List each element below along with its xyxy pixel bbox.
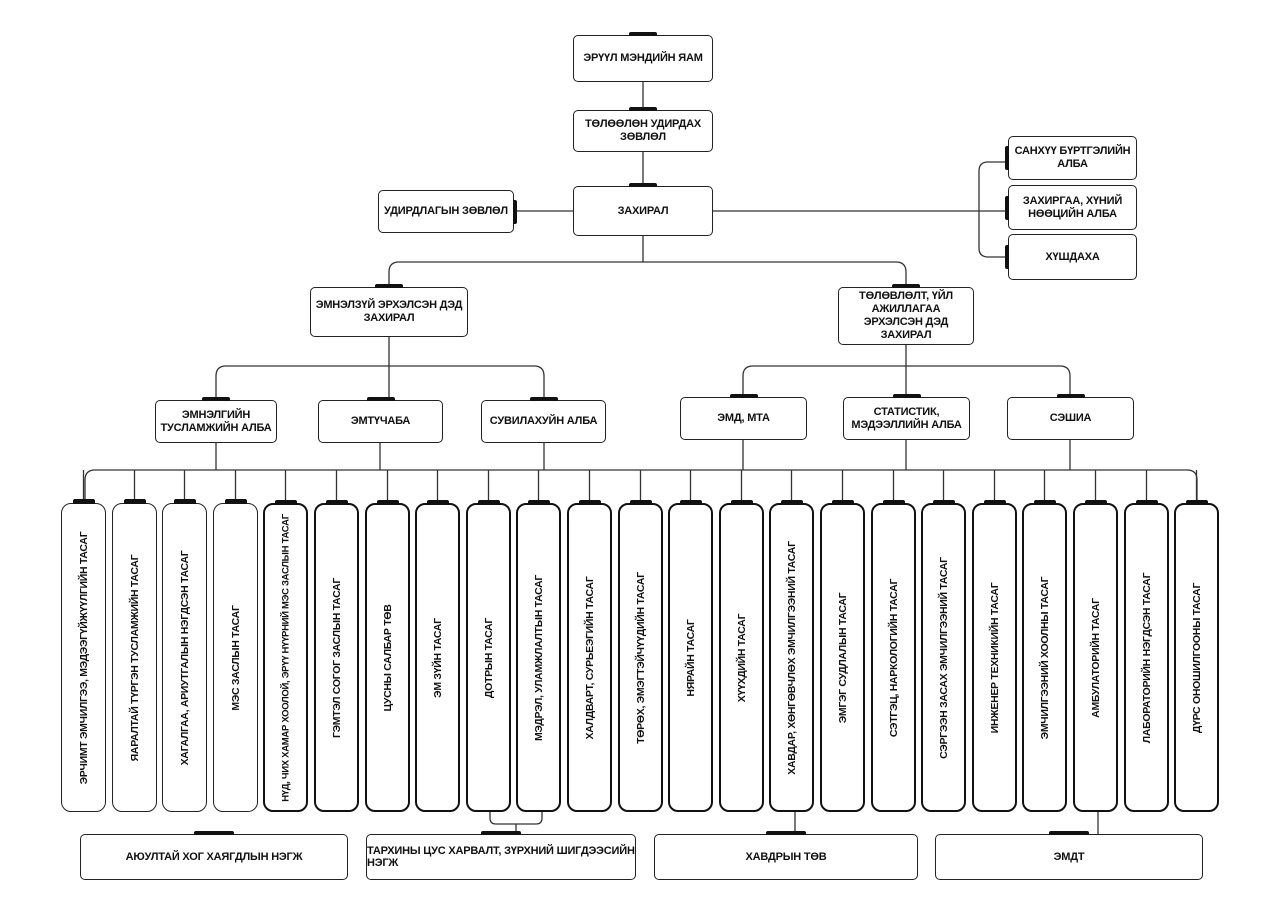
department-label: МЭС ЗАСЛЫН ТАСАГ bbox=[229, 604, 242, 711]
board-box: ТӨЛӨӨЛӨН УДИРДАХ ЗӨВЛӨЛ bbox=[573, 107, 713, 152]
department-column: СЭТГЭЦ, НАРКОЛОГИЙН ТАСАГ bbox=[871, 500, 916, 812]
department-label: ГЭМТЭЛ СОГОГ ЗАСЛЫН ТАСАГ bbox=[330, 577, 343, 738]
management-council-box: УДИРДЛАГЫН ЗӨВЛӨЛ bbox=[378, 190, 517, 233]
planning-deputy-label: ТӨЛӨВЛӨЛТ, ҮЙЛ АЖИЛЛАГАА ЭРХЭЛСЭН ДЭД ЗА… bbox=[859, 290, 953, 341]
department-label: ИНЖЕНЕР ТЕХНИКИЙН ТАСАГ bbox=[988, 582, 1001, 733]
department-column: НЯРАЙН ТАСАГ bbox=[668, 500, 713, 812]
department-column: ДОТРЫН ТАСАГ bbox=[466, 500, 511, 812]
department-label: ЭРЧИМТ ЭМЧИЛГЭЭ, МЭДЭЭГҮЙЖҮҮЛГИЙН ТАСАГ bbox=[77, 531, 90, 784]
side-unit-label: САНХҮҮ БҮРТГЭЛИЙН АЛБА bbox=[1014, 145, 1131, 170]
department-label: НҮД, ЧИХ ХАМАР ХООЛОЙ, ЭРҮҮ НҮҮРНИЙ МЭС … bbox=[280, 513, 291, 802]
office-box: СУВИЛАХУЙН АЛБА bbox=[481, 397, 606, 443]
ministry-box: ЭРҮҮЛ МЭНДИЙН ЯАМ bbox=[573, 32, 713, 82]
bottom-unit-waste: АЮУЛТАЙ ХОГ ХАЯГДЛЫН НЭГЖ bbox=[80, 831, 348, 880]
department-column: ЭМГЭГ СУДЛАЛЫН ТАСАГ bbox=[820, 500, 865, 812]
department-column: ИНЖЕНЕР ТЕХНИКИЙН ТАСАГ bbox=[972, 500, 1017, 812]
department-column: СЭРГЭЭН ЗАСАХ ЭМЧИЛГЭЭНИЙ ТАСАГ bbox=[921, 500, 966, 812]
department-label: ТӨРӨХ, ЭМЭГТЭЙЧҮҮДИЙН ТАСАГ bbox=[634, 571, 647, 744]
department-label: ЛАБОРАТОРИЙН НЭГДСЭН ТАСАГ bbox=[1140, 572, 1153, 743]
department-label: ХҮҮХДИЙН ТАСАГ bbox=[735, 613, 748, 702]
bottom-unit-cancer-center: ХАВДРЫН ТӨВ bbox=[654, 831, 918, 880]
director-box: ЗАХИРАЛ bbox=[573, 183, 713, 236]
department-column: ЯАРАЛТАЙ ТҮРГЭН ТУСЛАМЖИЙН ТАСАГ bbox=[112, 499, 157, 812]
department-label: ДОТРЫН ТАСАГ bbox=[482, 617, 495, 698]
board-label: ТӨЛӨӨЛӨН УДИРДАХ ЗӨВЛӨЛ bbox=[585, 118, 701, 143]
office-box: СЭШИА bbox=[1007, 394, 1134, 440]
department-label: ХАВДАР, ХӨНГӨВЧЛӨХ ЭМЧИЛГЭЭНИЙ ТАСАГ bbox=[785, 540, 798, 775]
director-label: ЗАХИРАЛ bbox=[617, 204, 669, 217]
department-column: ДҮРС ОНОШИЛГООНЫ ТАСАГ bbox=[1174, 500, 1219, 812]
office-box: ЭМТҮЧАБА bbox=[318, 397, 443, 443]
office-label: СТАТИСТИК, МЭДЭЭЛЛИЙН АЛБА bbox=[851, 405, 962, 431]
department-column: ХАВДАР, ХӨНГӨВЧЛӨХ ЭМЧИЛГЭЭНИЙ ТАСАГ bbox=[769, 500, 814, 812]
bottom-unit-label: АЮУЛТАЙ ХОГ ХАЯГДЛЫН НЭГЖ bbox=[125, 851, 303, 863]
department-label: СЭРГЭЭН ЗАСАХ ЭМЧИЛГЭЭНИЙ ТАСАГ bbox=[937, 556, 950, 759]
department-label: АМБУЛАТОРИЙН ТАСАГ bbox=[1089, 597, 1102, 718]
bottom-unit-label: ЭМДТ bbox=[1053, 851, 1085, 863]
department-column: ХАГАЛГАА, АРИУТГАЛЫН НЭГДСЭН ТАСАГ bbox=[162, 499, 207, 812]
department-column: ХАЛДВАРТ, СУРЬЕЭГИЙН ТАСАГ bbox=[567, 500, 612, 812]
bottom-unit-stroke: ТАРХИНЫ ЦУС ХАРВАЛТ, ЗҮРХНИЙ ШИГДЭЭСИЙН … bbox=[366, 831, 636, 880]
office-label: ЭМД, МТА bbox=[717, 412, 770, 424]
department-column: АМБУЛАТОРИЙН ТАСАГ bbox=[1073, 500, 1118, 812]
office-label: ЭМТҮЧАБА bbox=[350, 415, 411, 427]
department-column: ЭМ ЗҮЙН ТАСАГ bbox=[415, 500, 460, 812]
department-column: ЭРЧИМТ ЭМЧИЛГЭЭ, МЭДЭЭГҮЙЖҮҮЛГИЙН ТАСАГ bbox=[61, 499, 106, 812]
side-unit-label: ХҮШДАХА bbox=[1045, 250, 1100, 263]
department-column: МЭДРЭЛ, УЛАМЖЛАЛТЫН ТАСАГ bbox=[516, 500, 561, 812]
department-label: ЭМЧИЛГЭЭНИЙ ХООЛНЫ ТАСАГ bbox=[1038, 576, 1051, 739]
department-column: ГЭМТЭЛ СОГОГ ЗАСЛЫН ТАСАГ bbox=[314, 500, 359, 812]
office-label: ЭМНЭЛГИЙН ТУСЛАМЖИЙН АЛБА bbox=[160, 408, 272, 434]
office-box: ЭМД, МТА bbox=[680, 394, 807, 440]
department-column: ТӨРӨХ, ЭМЭГТЭЙЧҮҮДИЙН ТАСАГ bbox=[618, 500, 663, 812]
medical-deputy-box: ЭМНЭЛЗҮЙ ЭРХЭЛСЭН ДЭД ЗАХИРАЛ bbox=[310, 284, 468, 337]
office-label: СУВИЛАХУЙН АЛБА bbox=[489, 415, 598, 427]
department-label: ЭМГЭГ СУДЛАЛЫН ТАСАГ bbox=[836, 592, 849, 723]
bottom-unit-label: ХАВДРЫН ТӨВ bbox=[745, 851, 827, 863]
medical-deputy-label: ЭМНЭЛЗҮЙ ЭРХЭЛСЭН ДЭД ЗАХИРАЛ bbox=[315, 299, 463, 324]
management-council-label: УДИРДЛАГЫН ЗӨВЛӨЛ bbox=[384, 205, 508, 217]
office-box: СТАТИСТИК, МЭДЭЭЛЛИЙН АЛБА bbox=[843, 394, 970, 440]
department-column: ЛАБОРАТОРИЙН НЭГДСЭН ТАСАГ bbox=[1124, 500, 1169, 812]
side-unit-hr: ЗАХИРГАА, ХҮНИЙ НӨӨЦИЙН АЛБА bbox=[1005, 185, 1137, 230]
ministry-label: ЭРҮҮЛ МЭНДИЙН ЯАМ bbox=[583, 52, 703, 64]
department-column: ЦУСНЫ САЛБАР ТӨВ bbox=[365, 500, 410, 812]
department-label: ЭМ ЗҮЙН ТАСАГ bbox=[431, 617, 444, 698]
office-box: ЭМНЭЛГИЙН ТУСЛАМЖИЙН АЛБА bbox=[155, 397, 277, 443]
office-label: СЭШИА bbox=[1049, 412, 1092, 424]
department-label: МЭДРЭЛ, УЛАМЖЛАЛТЫН ТАСАГ bbox=[532, 574, 545, 741]
department-label: СЭТГЭЦ, НАРКОЛОГИЙН ТАСАГ bbox=[887, 578, 900, 737]
department-label: НЯРАЙН ТАСАГ bbox=[684, 618, 697, 697]
department-label: ХАЛДВАРТ, СУРЬЕЭГИЙН ТАСАГ bbox=[583, 576, 596, 739]
department-label: ЯАРАЛТАЙ ТҮРГЭН ТУСЛАМЖИЙН ТАСАГ bbox=[128, 554, 141, 761]
bottom-unit-label: ТАРХИНЫ ЦУС ХАРВАЛТ, ЗҮРХНИЙ ШИГДЭЭСИЙН … bbox=[367, 845, 635, 869]
bottom-unit-emdt: ЭМДТ bbox=[935, 831, 1203, 880]
planning-deputy-box: ТӨЛӨВЛӨЛТ, ҮЙЛ АЖИЛЛАГАА ЭРХЭЛСЭН ДЭД ЗА… bbox=[838, 284, 974, 345]
department-label: ХАГАЛГАА, АРИУТГАЛЫН НЭГДСЭН ТАСАГ bbox=[178, 550, 191, 765]
side-unit-hushdaha: ХҮШДАХА bbox=[1005, 234, 1137, 280]
department-column: ЭМЧИЛГЭЭНИЙ ХООЛНЫ ТАСАГ bbox=[1022, 500, 1067, 812]
side-unit-finance: САНХҮҮ БҮРТГЭЛИЙН АЛБА bbox=[1005, 136, 1137, 180]
department-column: НҮД, ЧИХ ХАМАР ХООЛОЙ, ЭРҮҮ НҮҮРНИЙ МЭС … bbox=[263, 500, 308, 812]
department-column: МЭС ЗАСЛЫН ТАСАГ bbox=[213, 499, 258, 812]
department-label: ДҮРС ОНОШИЛГООНЫ ТАСАГ bbox=[1190, 582, 1203, 733]
department-column: ХҮҮХДИЙН ТАСАГ bbox=[719, 500, 764, 812]
side-unit-label: ЗАХИРГАА, ХҮНИЙ НӨӨЦИЙН АЛБА bbox=[1022, 194, 1123, 220]
department-label: ЦУСНЫ САЛБАР ТӨВ bbox=[381, 604, 394, 711]
